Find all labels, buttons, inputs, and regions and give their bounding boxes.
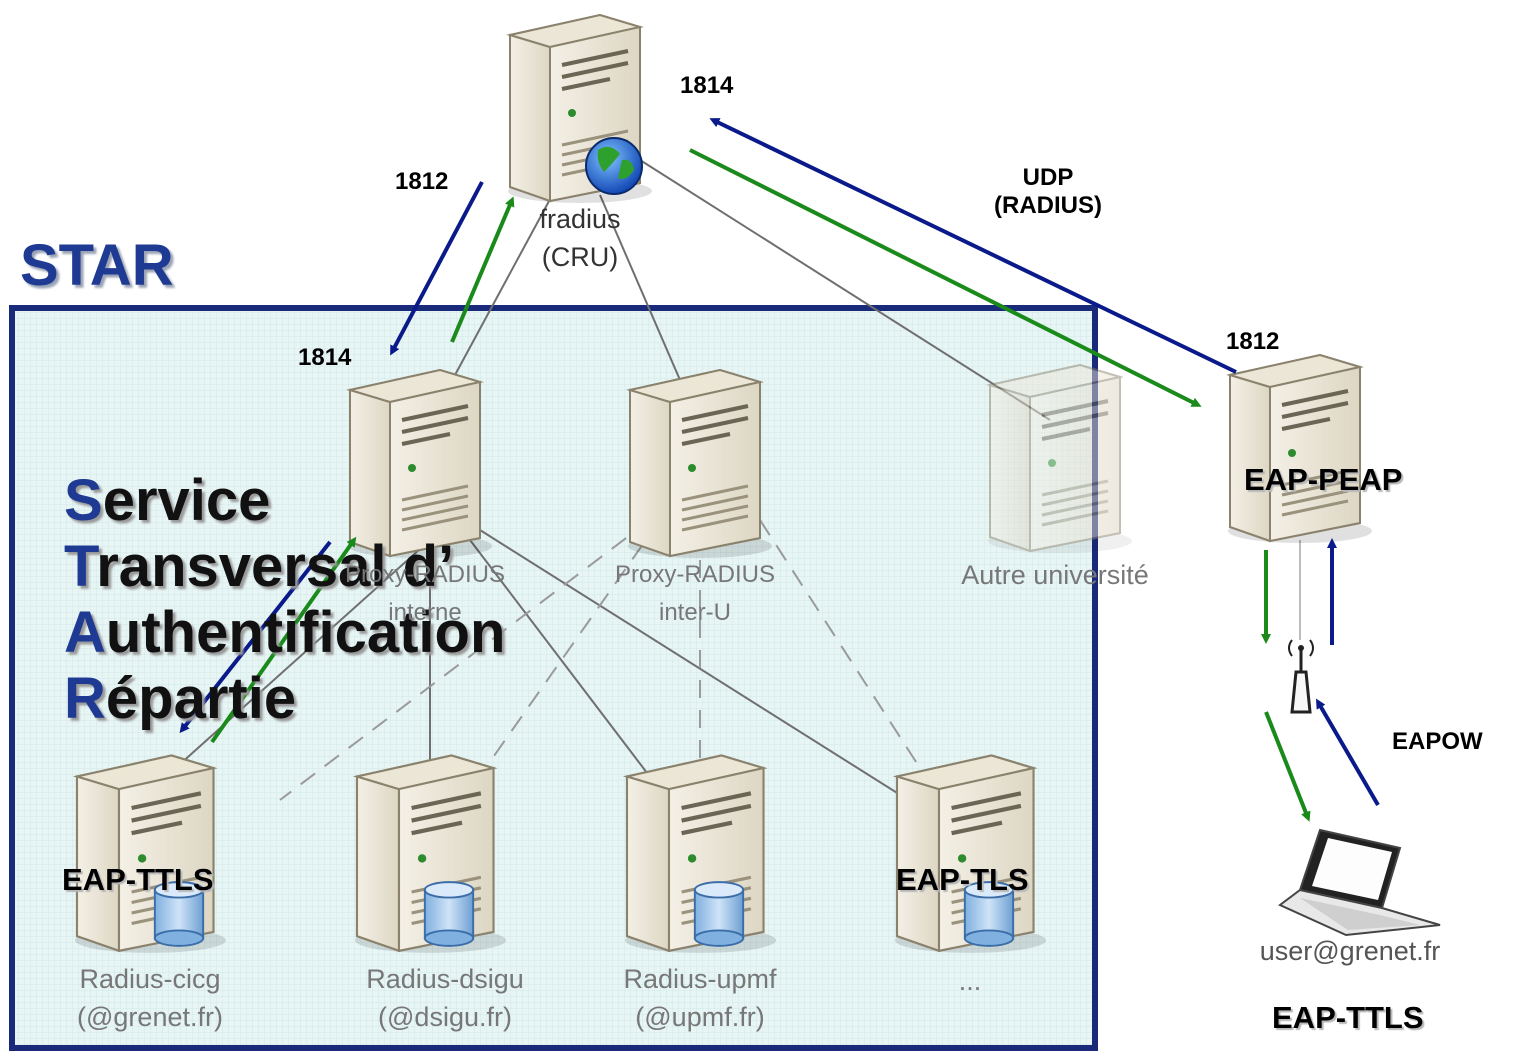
response-arrows bbox=[210, 148, 1311, 822]
star-title: STAR bbox=[20, 233, 174, 298]
acronym-line-service: Service bbox=[64, 468, 271, 533]
autre-universite-server bbox=[988, 365, 1132, 553]
connection-lines bbox=[139, 159, 1051, 821]
upmf-database-icon bbox=[693, 881, 745, 947]
access-point-icon bbox=[1288, 639, 1314, 714]
proxy-interne-label: Proxy-RADIUS interne bbox=[344, 561, 506, 626]
radius-upmf-label: Radius-upmf (@upmf.fr) bbox=[623, 964, 777, 1032]
eapow-label: EAPOW bbox=[1392, 728, 1483, 755]
eap-peap-label: EAP-PEAP bbox=[1244, 462, 1403, 497]
eap-ttls-left-label: EAP-TTLS bbox=[62, 862, 214, 897]
star-acronym: Service Transversal d’ Authentification … bbox=[64, 468, 505, 732]
autre-universite-label: Autre université bbox=[961, 560, 1149, 590]
radius-cicg-label: Radius-cicg (@grenet.fr) bbox=[77, 964, 223, 1032]
port-peap-1812: 1812 bbox=[1226, 328, 1280, 355]
udp-label: UDP (RADIUS) bbox=[994, 164, 1102, 219]
request-arrows bbox=[179, 118, 1380, 807]
radius-etc-label: ... bbox=[958, 966, 982, 996]
eap-peap-server bbox=[1228, 355, 1372, 543]
fradius-label: fradius (CRU) bbox=[539, 204, 621, 272]
port-fradius-1814: 1814 bbox=[680, 72, 734, 99]
acronym-line-repartie: Répartie bbox=[64, 666, 297, 731]
eap-ttls-bottom-label: EAP-TTLS bbox=[1272, 1000, 1424, 1035]
globe-icon bbox=[585, 137, 643, 195]
laptop-icon bbox=[1278, 828, 1441, 937]
acronym-line-authentification: Authentification bbox=[64, 600, 506, 665]
port-fradius-1812: 1812 bbox=[395, 168, 449, 195]
radius-dsigu-label: Radius-dsigu (@dsigu.fr) bbox=[366, 964, 524, 1032]
proxy-interu-server bbox=[628, 370, 772, 558]
acronym-line-transversal: Transversal d’ bbox=[64, 534, 455, 599]
user-label: user@grenet.fr bbox=[1259, 936, 1441, 966]
proxy-interu-label: Proxy-RADIUS inter-U bbox=[614, 561, 776, 626]
eap-tls-label: EAP-TLS bbox=[896, 862, 1029, 897]
port-proxy-1814: 1814 bbox=[298, 344, 352, 371]
dsigu-database-icon bbox=[423, 881, 475, 947]
